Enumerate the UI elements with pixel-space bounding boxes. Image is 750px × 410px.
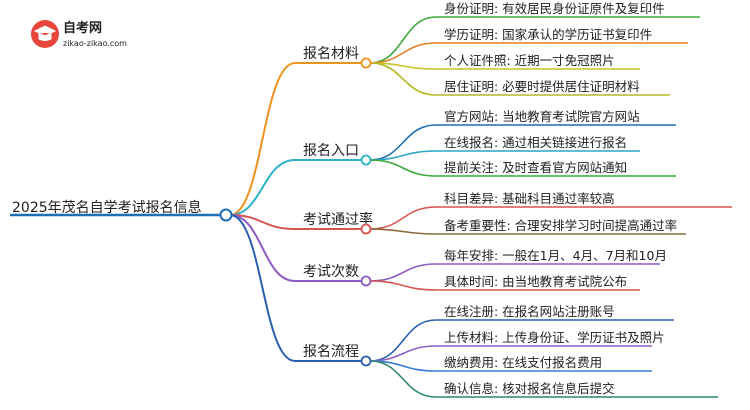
- child-label: 每年安排: 一般在1月、4月、7月和10月: [444, 248, 667, 263]
- child-label: 科目差异: 基础科目通过率较高: [444, 191, 615, 206]
- child-connector: [369, 280, 437, 291]
- logo-name: 自考网: [63, 20, 102, 36]
- child-connector: [369, 228, 437, 235]
- branch-label-entry: 报名入口: [303, 143, 359, 159]
- child-connector: [369, 42, 437, 64]
- child-connector: [369, 319, 437, 362]
- branch-connector: [229, 214, 296, 362]
- child-label: 居住证明: 必要时提供居住证明材料: [444, 79, 640, 94]
- branch-label-process: 报名流程: [303, 344, 359, 360]
- child-label: 在线报名: 通过相关链接进行报名: [444, 135, 627, 150]
- child-connector: [369, 62, 437, 96]
- branch-connector: [229, 214, 296, 282]
- branch-connector: [229, 159, 296, 216]
- child-connector: [369, 263, 437, 282]
- child-label: 身份证明: 有效居民身份证原件及复印件: [444, 1, 665, 16]
- child-label: 具体时间: 由当地教育考试院公布: [444, 274, 627, 289]
- branch-label-materials: 报名材料: [303, 46, 359, 62]
- child-label: 提前关注: 及时查看官方网站通知: [444, 160, 627, 175]
- graduation-cap-icon: [31, 20, 59, 48]
- branch-label-times: 考试次数: [303, 264, 359, 280]
- child-label: 在线注册: 在报名网站注册账号: [444, 304, 615, 319]
- branch-connector: [229, 62, 296, 216]
- logo-domain: zikao-zikao.com: [63, 39, 127, 48]
- child-label: 缴纳费用: 在线支付报名费用: [444, 355, 602, 370]
- branch-connector: [229, 214, 296, 230]
- child-label: 官方网站: 当地教育考试院官方网站: [444, 109, 640, 124]
- branch-junction-circle: [360, 57, 372, 69]
- child-connector: [369, 206, 437, 230]
- branch-junction-circle: [360, 355, 372, 367]
- child-connector: [369, 16, 437, 64]
- graduation-cap-shape: [33, 25, 57, 41]
- child-label: 学历证明: 国家承认的学历证书复印件: [444, 27, 652, 42]
- node-layer: 2025年茂名自学考试报名信息 报名材料 身份证明: 有效居民身份证原件及复印件学…: [12, 1, 677, 396]
- child-label: 备考重要性: 合理安排学习时间提高通过率: [444, 218, 677, 233]
- child-connector: [369, 124, 437, 161]
- root-label: 2025年茂名自学考试报名信息: [12, 199, 202, 216]
- child-connector: [369, 159, 437, 177]
- child-label: 确认信息: 核对报名信息后提交: [444, 381, 615, 396]
- branch-junction-circle: [360, 154, 372, 166]
- child-label: 个人证件照: 近期一寸免冠照片: [444, 53, 615, 68]
- connector-layer: [10, 16, 732, 398]
- branch-junction-circle: [360, 275, 372, 287]
- child-connector: [369, 360, 437, 398]
- child-label: 上传材料: 上传身份证、学历证书及照片: [444, 330, 665, 345]
- branch-label-pass-rate: 考试通过率: [303, 211, 373, 228]
- branch-junction-circle: [360, 223, 372, 235]
- logo: 自考网 zikao-zikao.com: [31, 20, 127, 48]
- root-junction-circle: [219, 208, 233, 222]
